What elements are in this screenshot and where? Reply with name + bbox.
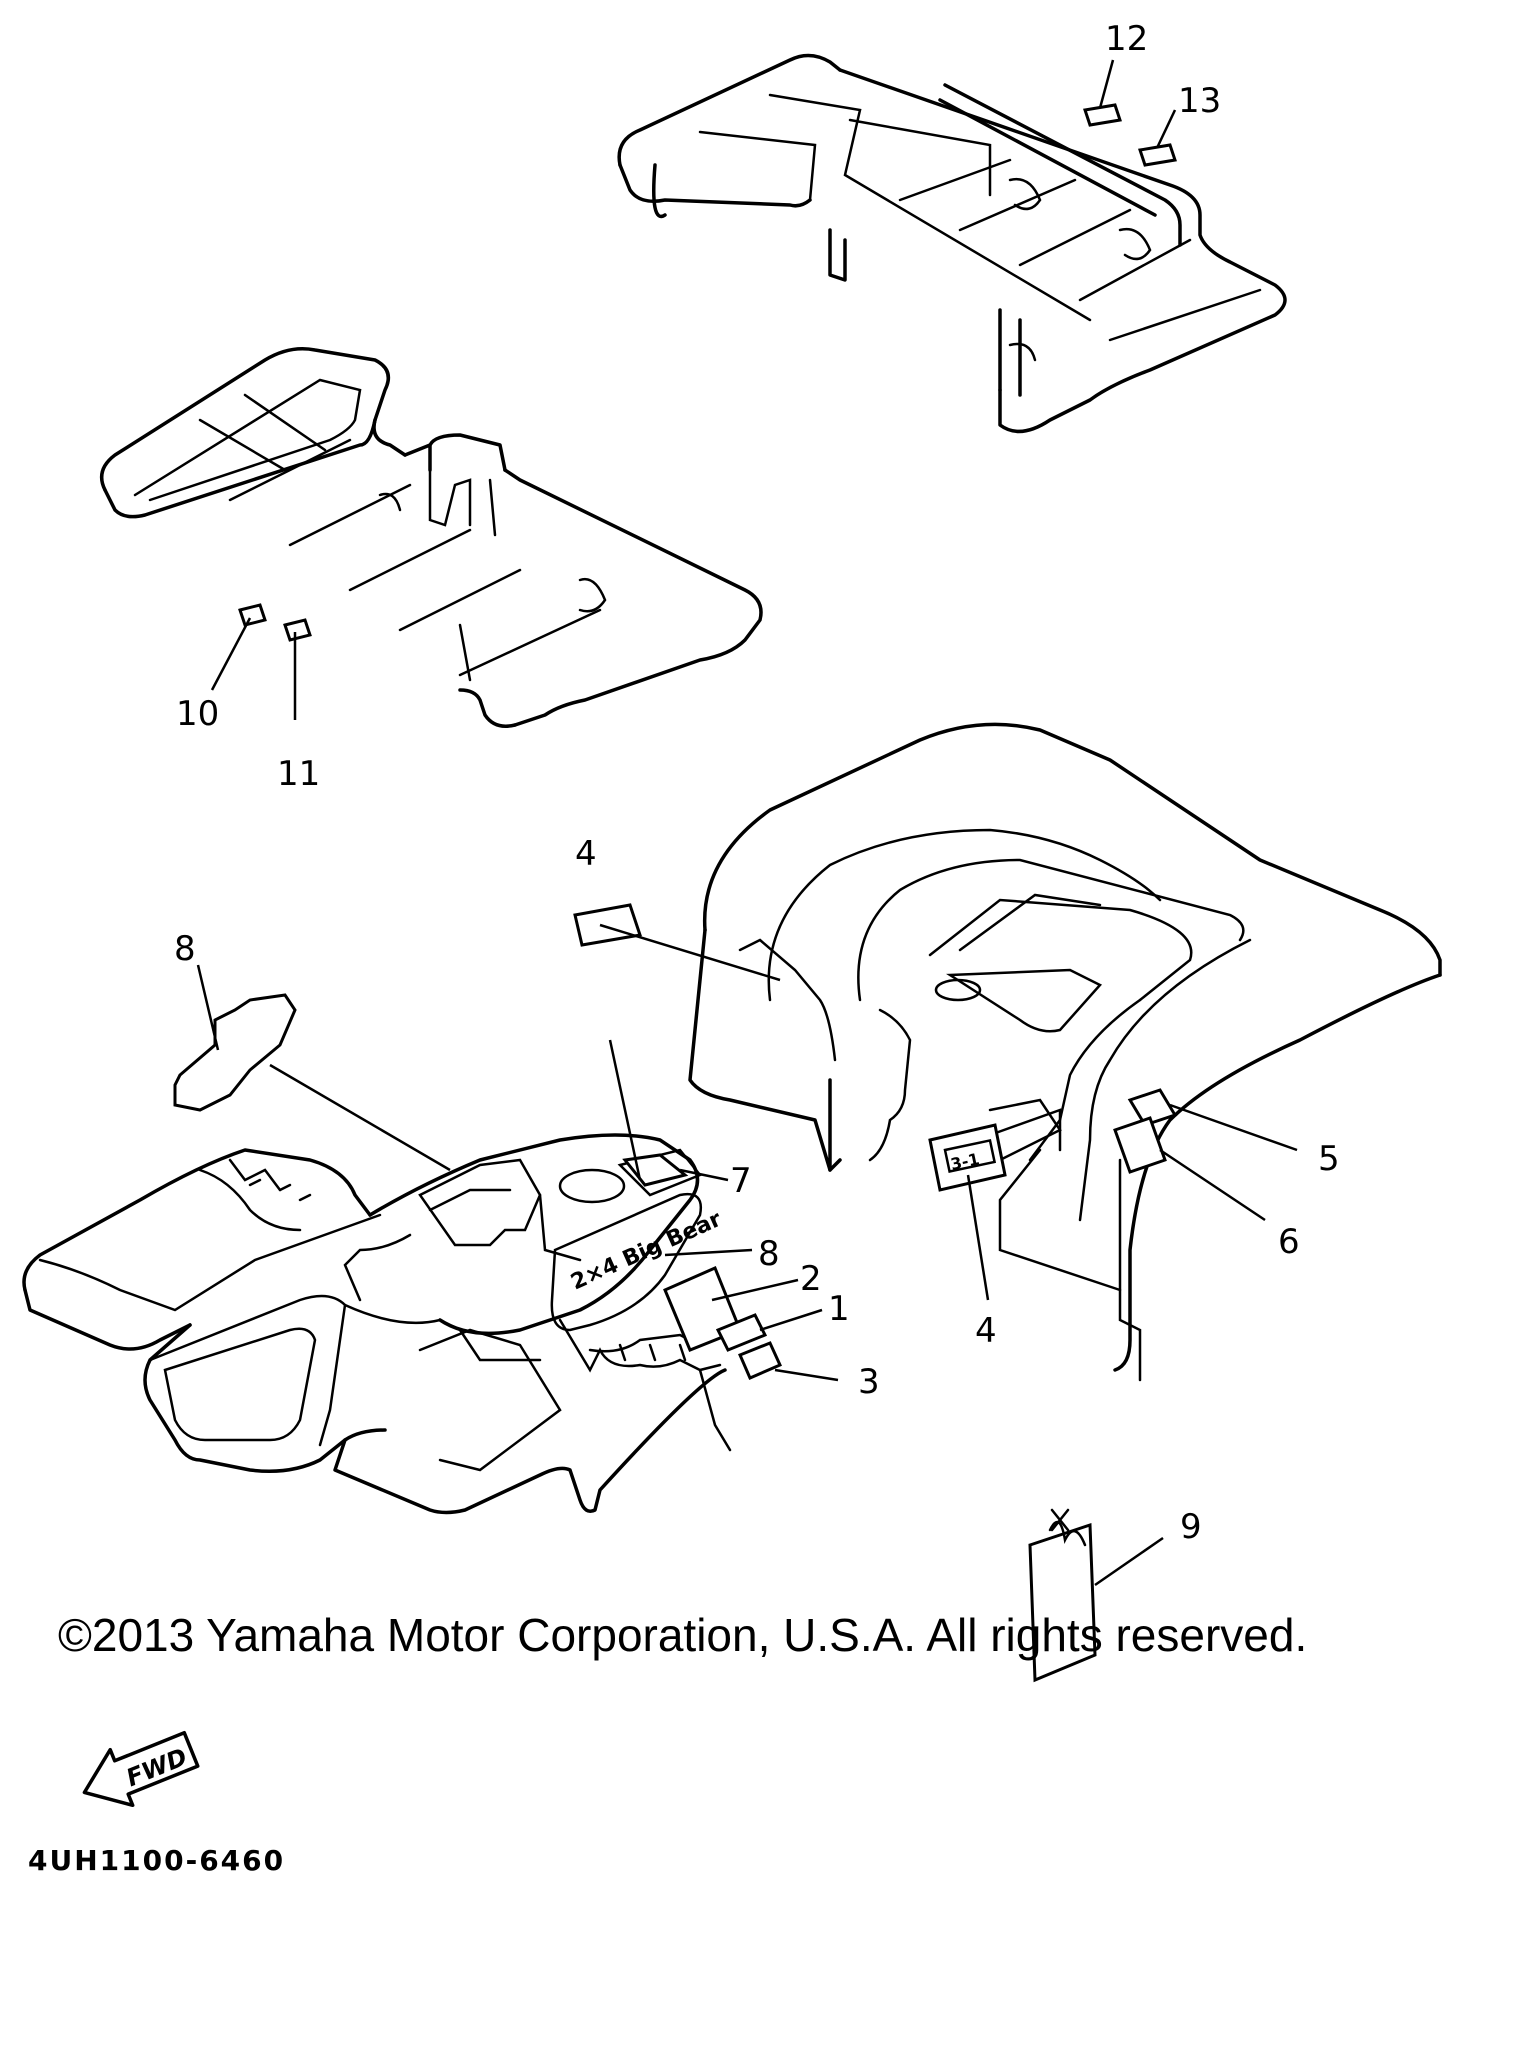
callout-11: 11 <box>277 754 320 794</box>
copyright-notice: ©2013 Yamaha Motor Corporation, U.S.A. A… <box>58 1609 1308 1661</box>
callout-10: 10 <box>176 694 219 734</box>
callout-8-lower: 8 <box>758 1234 780 1274</box>
decal-4-upper <box>573 903 642 947</box>
callout-12: 12 <box>1105 19 1148 59</box>
decal-12 <box>1083 103 1122 127</box>
tag-9 <box>1028 1508 1097 1683</box>
callouts: 12 13 10 11 4 8 7 8 2 1 3 4 5 6 9 <box>174 19 1340 1547</box>
callout-4-upper: 4 <box>575 834 597 874</box>
leader-lines <box>196 59 1298 1587</box>
decal-3 <box>738 1341 782 1380</box>
decal-13 <box>1138 143 1177 167</box>
drawing-code: 4UH1100-6460 <box>28 1844 285 1877</box>
callout-8-upper: 8 <box>174 929 196 969</box>
rear-fender <box>688 722 1442 1382</box>
callout-4-lower: 4 <box>975 1311 997 1351</box>
front-carrier <box>99 347 763 728</box>
decal-11 <box>283 618 312 642</box>
callout-5: 5 <box>1318 1139 1340 1179</box>
fwd-label: FWD <box>122 1743 191 1792</box>
callout-6: 6 <box>1278 1222 1300 1262</box>
fwd-arrow-icon: FWD <box>82 1730 200 1808</box>
callout-7: 7 <box>730 1161 752 1201</box>
rear-carrier <box>617 53 1287 434</box>
decal-5 <box>1127 1088 1178 1127</box>
callout-2: 2 <box>800 1259 822 1299</box>
front-fender <box>22 1133 732 1515</box>
callout-13: 13 <box>1178 81 1221 121</box>
callout-9: 9 <box>1180 1507 1202 1547</box>
decal-6 <box>1113 1116 1167 1174</box>
callout-3: 3 <box>858 1362 880 1402</box>
decal-4-lower: 3-1 <box>928 1123 1007 1192</box>
decal-8-detached <box>173 993 297 1112</box>
decal-1 <box>715 1313 768 1352</box>
decal-10 <box>238 603 267 627</box>
callout-1: 1 <box>828 1289 850 1329</box>
